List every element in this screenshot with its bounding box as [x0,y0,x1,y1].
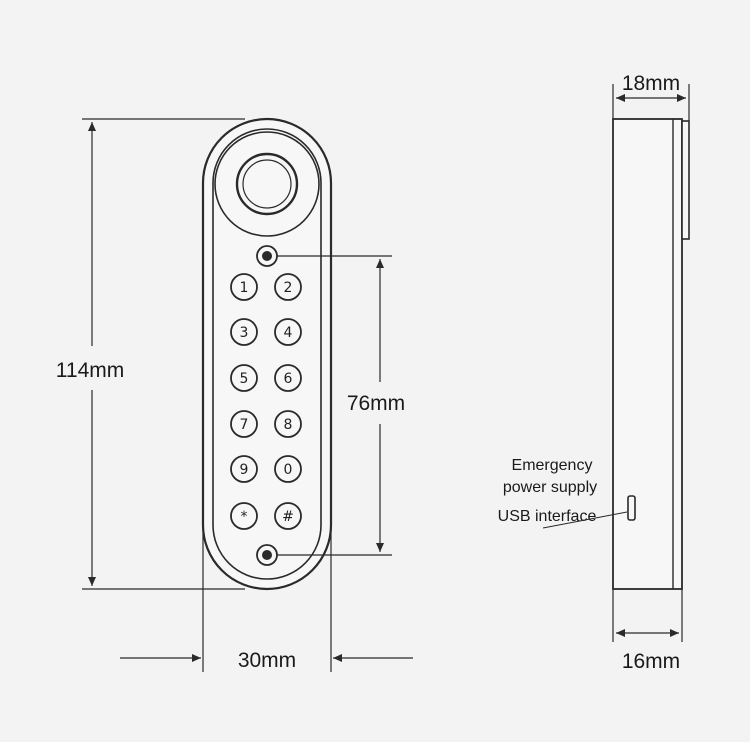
dimension-height: 114mm [56,118,245,590]
callouts: Emergency power supply USB interface [498,457,628,529]
dimension-depth-top: 18mm [612,72,690,121]
side-view [612,118,690,590]
keypad-key-hash[interactable]: # [274,502,302,530]
keypad-key-star[interactable]: * [230,502,258,530]
keypad-key-label: 2 [284,280,293,296]
keypad-key-0[interactable]: 0 [274,455,302,483]
emergency-label-line2: power supply [503,479,597,496]
side-mount-plate [681,120,690,240]
keypad-key-label: 6 [284,371,293,387]
keypad-key-label: 8 [284,417,293,433]
keypad-key-label: 7 [240,417,249,433]
keypad-key-label: 1 [240,280,249,296]
keypad-key-label: 0 [284,462,293,478]
dimension-depth-bottom: 16mm [612,589,683,673]
depth-bottom-label: 16mm [622,650,680,673]
keypad: 1 2 3 4 5 6 7 8 9 0 * # [230,273,302,530]
keypad-key-label: 5 [240,371,249,387]
keypad-key-7[interactable]: 7 [230,410,258,438]
depth-top-label: 18mm [622,72,680,95]
dimension-width: 30mm [120,470,413,672]
keypad-key-3[interactable]: 3 [230,318,258,346]
keypad-key-8[interactable]: 8 [274,410,302,438]
usb-leader-line [542,511,628,529]
keypad-key-label: 4 [284,325,293,341]
fingerprint-sensor-icon [214,131,320,237]
side-body [612,118,683,590]
width-label: 30mm [238,649,296,672]
usb-port-icon [627,495,636,521]
lock-body-outer [201,117,333,591]
usb-interface-label: USB interface [498,508,597,525]
keypad-key-4[interactable]: 4 [274,318,302,346]
emergency-label-line1: Emergency [512,457,593,474]
keypad-key-6[interactable]: 6 [274,364,302,392]
keypad-key-5[interactable]: 5 [230,364,258,392]
keypad-key-label: 3 [240,325,249,341]
keypad-key-label: * [241,509,248,525]
keypad-key-label: 9 [240,462,249,478]
keypad-key-1[interactable]: 1 [230,273,258,301]
lock-body-inner [212,128,322,580]
keypad-key-9[interactable]: 9 [230,455,258,483]
hole-spacing-label: 76mm [347,392,405,415]
keypad-key-label: # [282,509,294,525]
keypad-key-2[interactable]: 2 [274,273,302,301]
dimension-hole-spacing: 76mm [277,255,405,556]
height-label: 114mm [56,359,124,382]
front-view: 1 2 3 4 5 6 7 8 9 0 * # [201,117,333,591]
